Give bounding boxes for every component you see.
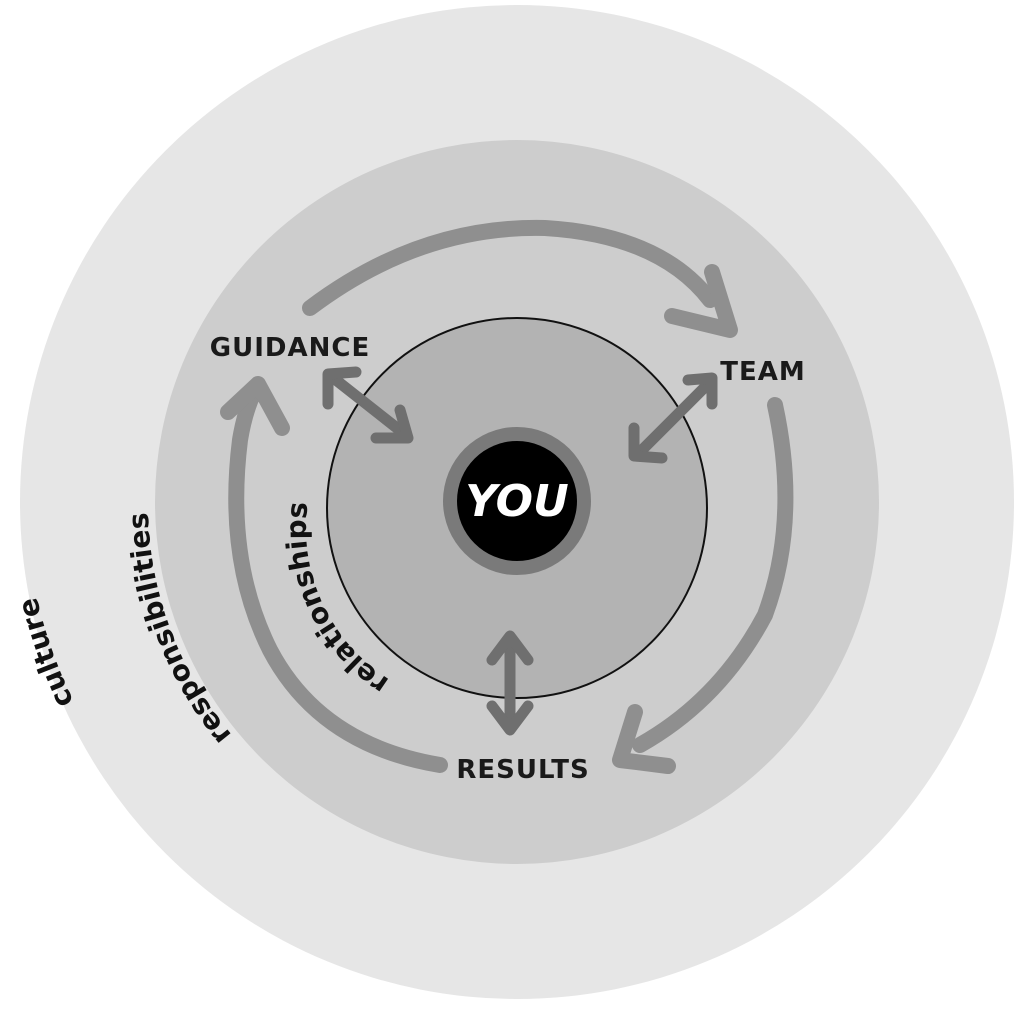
link-arrow-results-you xyxy=(486,630,534,736)
cycle-arrow-team-to-results xyxy=(612,397,794,774)
team-label: TEAM xyxy=(720,357,806,387)
cycle-arrow-guidance-to-team xyxy=(302,219,738,338)
center-core xyxy=(457,441,577,561)
results-label: RESULTS xyxy=(456,755,589,785)
link-arrow-team-you xyxy=(628,372,718,464)
cycle-arrow-results-to-guidance xyxy=(220,376,448,773)
guidance-label: GUIDANCE xyxy=(210,333,370,363)
link-arrow-guidance-you xyxy=(322,366,414,444)
you-label: YOU xyxy=(465,476,568,527)
